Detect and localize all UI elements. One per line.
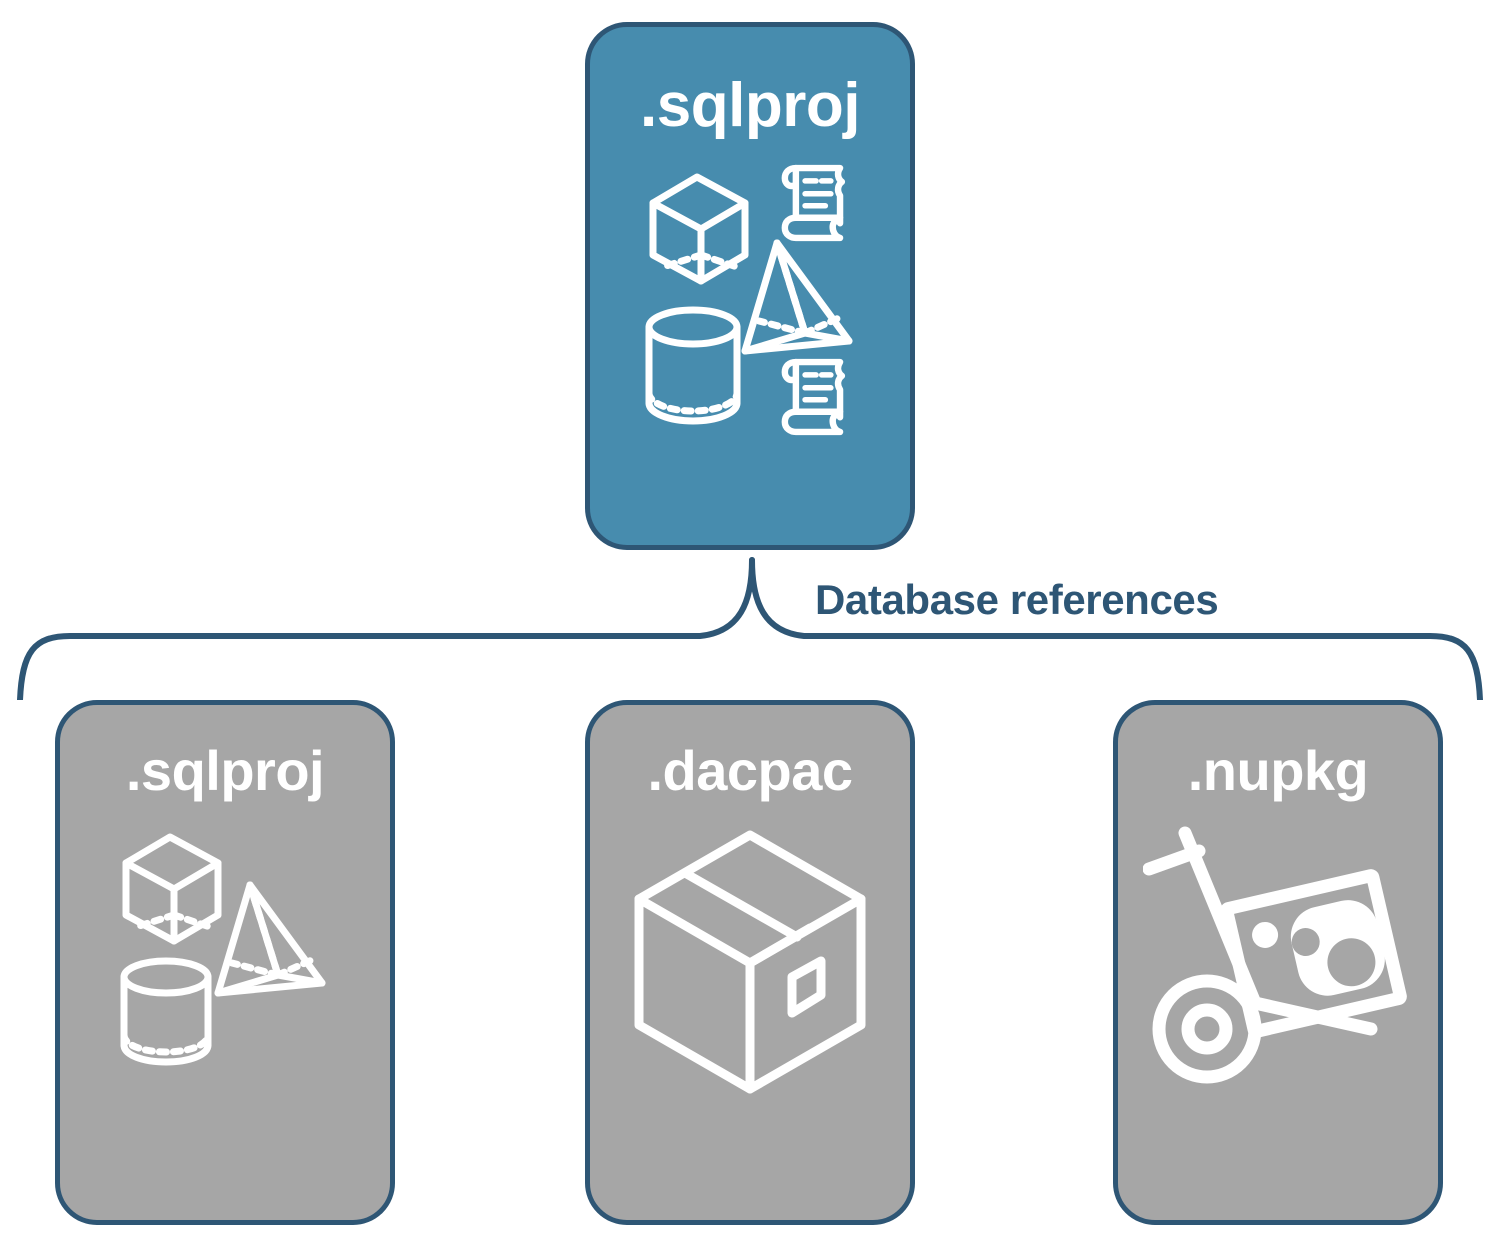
pyramid-3d-icon xyxy=(741,239,853,355)
cube-3d-icon xyxy=(122,833,222,945)
database-references-brace xyxy=(17,557,1483,700)
cylinder-3d-icon xyxy=(120,957,212,1066)
scroll-icon xyxy=(781,164,846,242)
node-child-sqlproj-label: .sqlproj xyxy=(125,739,325,802)
shipping-box-icon xyxy=(634,830,866,1094)
node-child-nupkg-label: .nupkg xyxy=(1187,739,1369,802)
child-sqlproj-icon-group xyxy=(110,817,340,1072)
connector-label: Database references xyxy=(815,576,1219,623)
brace-left-arm xyxy=(17,557,755,700)
node-child-dacpac[interactable]: .dacpac xyxy=(585,700,915,1225)
hand-truck-icon xyxy=(1142,826,1407,1084)
child-nupkg-icon-group xyxy=(1142,817,1413,1092)
root-icon-group xyxy=(635,155,865,450)
node-root-sqlproj[interactable]: .sqlproj xyxy=(585,22,915,550)
child-dacpac-icon-group xyxy=(625,817,875,1112)
cube-3d-icon xyxy=(649,173,749,285)
node-child-nupkg[interactable]: .nupkg xyxy=(1113,700,1443,1225)
node-root-label: .sqlproj xyxy=(640,71,860,140)
scroll-icon xyxy=(781,358,846,436)
cylinder-3d-icon xyxy=(645,306,741,425)
node-child-dacpac-label: .dacpac xyxy=(647,739,853,802)
database-objects-icon xyxy=(645,164,853,436)
database-objects-icon xyxy=(120,833,326,1066)
pyramid-3d-icon xyxy=(214,881,326,997)
nuget-logo-icon xyxy=(1252,900,1385,996)
node-child-sqlproj[interactable]: .sqlproj xyxy=(55,700,395,1225)
nuget-package-icon xyxy=(1220,869,1407,1038)
